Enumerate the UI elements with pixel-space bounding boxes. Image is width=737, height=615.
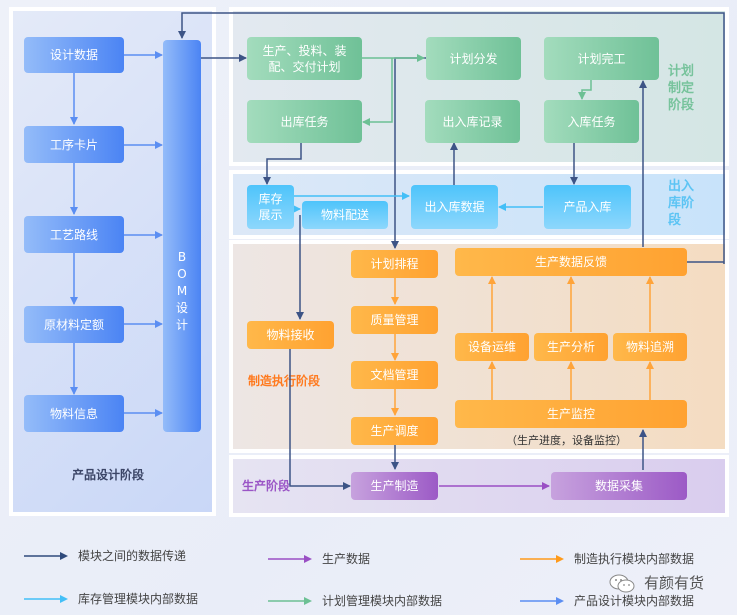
box-maintenance[interactable]: 设备运维 <box>455 333 529 361</box>
box-io-data[interactable]: 出入库数据 <box>411 185 498 229</box>
box-product-inbound[interactable]: 产品入库 <box>544 185 631 229</box>
box-plan-main[interactable]: 生产、投料、装配、交付计划 <box>247 37 362 80</box>
box-traceability[interactable]: 物料追溯 <box>613 333 687 361</box>
box-material-receive[interactable]: 物料接收 <box>247 321 334 349</box>
box-data-collection[interactable]: 数据采集 <box>551 472 687 500</box>
legend-item-design: 产品设计模块内部数据 <box>520 592 694 609</box>
box-inbound-task[interactable]: 入库任务 <box>544 100 639 143</box>
wechat-icon <box>609 574 635 592</box>
box-outbound-task[interactable]: 出库任务 <box>247 100 362 143</box>
legend-item-execution: 制造执行模块内部数据 <box>520 550 694 567</box>
arrow-green-icon <box>268 596 312 605</box>
box-docs[interactable]: 文档管理 <box>351 361 438 389</box>
legend-item-plan: 计划管理模块内部数据 <box>268 592 442 609</box>
legend-item-production: 生产数据 <box>268 550 370 567</box>
legend-label: 生产数据 <box>322 552 371 566</box>
box-data-feedback[interactable]: 生产数据反馈 <box>455 248 687 276</box>
arrow-navy-icon <box>24 551 68 560</box>
legend-label: 制造执行模块内部数据 <box>574 552 695 566</box>
watermark: 有颜有货 <box>608 572 704 593</box>
box-material-quota[interactable]: 原材料定额 <box>24 306 124 343</box>
stage-label-production: 生产阶段 <box>242 479 291 493</box>
legend-item-warehouse: 库存管理模块内部数据 <box>24 590 198 607</box>
box-dispatching[interactable]: 生产调度 <box>351 417 438 445</box>
stage-label-execution: 制造执行阶段 <box>248 374 321 388</box>
box-io-record[interactable]: 出入库记录 <box>425 100 520 143</box>
arrow-purple-icon <box>268 554 312 563</box>
legend-label: 库存管理模块内部数据 <box>78 592 199 606</box>
arrow-sky-icon <box>24 594 68 603</box>
box-plan-complete[interactable]: 计划完工 <box>544 37 659 80</box>
box-process-card[interactable]: 工序卡片 <box>24 126 124 163</box>
box-manufacture[interactable]: 生产制造 <box>351 472 438 500</box>
stage-label-plan: 计划制定阶段 <box>668 64 695 113</box>
monitor-note: （生产进度，设备监控） <box>506 434 627 447</box>
legend-label: 计划管理模块内部数据 <box>322 594 443 608</box>
box-design-data[interactable]: 设计数据 <box>24 37 124 73</box>
stage-label-warehouse: 出入库阶段 <box>668 179 695 228</box>
box-scheduling[interactable]: 计划排程 <box>351 250 438 278</box>
box-quality[interactable]: 质量管理 <box>351 306 438 334</box>
box-material-delivery[interactable]: 物料配送 <box>302 201 388 229</box>
box-process-route[interactable]: 工艺路线 <box>24 216 124 253</box>
arrow-blue-icon <box>520 596 564 605</box>
watermark-text: 有颜有货 <box>644 574 705 592</box>
box-plan-dispatch[interactable]: 计划分发 <box>426 37 521 80</box>
arrow-orange-icon <box>520 554 564 563</box>
box-monitor[interactable]: 生产监控 <box>455 400 687 428</box>
box-analysis[interactable]: 生产分析 <box>534 333 608 361</box>
legend-label: 产品设计模块内部数据 <box>574 594 695 608</box>
box-material-info[interactable]: 物料信息 <box>24 395 124 432</box>
box-inventory[interactable]: 库存展示 <box>247 185 294 229</box>
stage-label-design: 产品设计阶段 <box>72 468 145 482</box>
legend-item-inter-module: 模块之间的数据传递 <box>24 547 186 564</box>
legend-label: 模块之间的数据传递 <box>78 549 187 563</box>
